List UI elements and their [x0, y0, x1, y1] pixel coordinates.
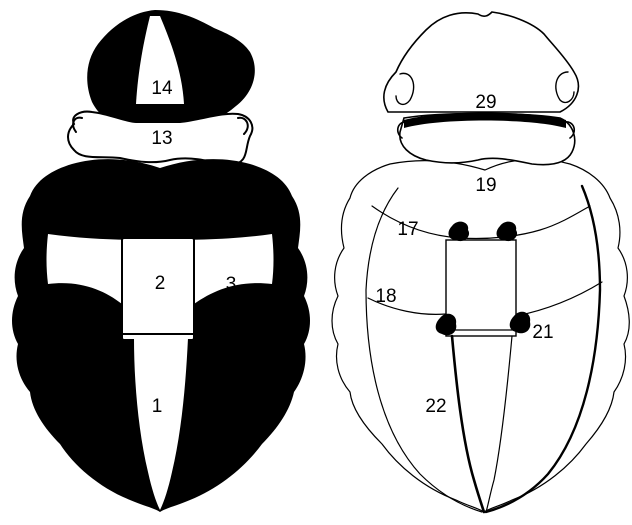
label-3: 3	[226, 274, 237, 295]
label-21: 21	[532, 322, 553, 343]
left-beetle-diagram: 14 13 2 3 1	[12, 10, 310, 512]
label-14: 14	[151, 78, 173, 99]
right-suture-right	[486, 336, 512, 512]
right-beetle-diagram: 29 19 17 18 21 22	[332, 12, 629, 512]
label-13: 13	[151, 128, 172, 149]
label-29: 29	[475, 92, 496, 113]
label-17: 17	[397, 219, 418, 240]
right-spot-upper-left	[449, 222, 470, 241]
label-2: 2	[155, 273, 166, 294]
label-19: 19	[475, 175, 496, 196]
right-scutellum	[446, 240, 516, 336]
label-22: 22	[425, 396, 446, 417]
label-18: 18	[375, 286, 396, 307]
right-transverse-line-right	[516, 282, 602, 316]
right-suture-left	[452, 336, 484, 512]
right-spot-lower-left	[436, 314, 457, 336]
label-1: 1	[152, 396, 163, 417]
right-spot-upper-right	[497, 222, 518, 241]
